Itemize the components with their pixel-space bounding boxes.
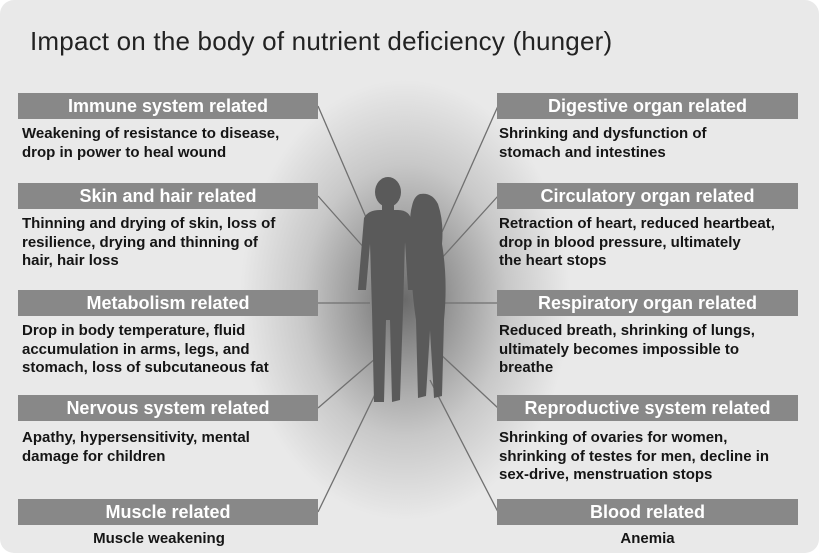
connector-blood bbox=[429, 379, 499, 513]
page-title: Impact on the body of nutrient deficienc… bbox=[30, 26, 613, 56]
desc-line: hair, hair loss bbox=[22, 252, 119, 269]
digestive-header: Digestive organ related bbox=[497, 93, 798, 119]
desc-line: stomach, loss of subcutaneous fat bbox=[22, 359, 269, 376]
desc-line: drop in blood pressure, ultimately bbox=[499, 233, 741, 251]
desc-line: sex-drive, menstruation stops bbox=[499, 466, 713, 483]
blood-header: Blood related bbox=[497, 499, 798, 525]
desc-line: Muscle weakening bbox=[93, 530, 225, 547]
desc-line: Drop in body temperature, fluid bbox=[22, 322, 246, 339]
desc-line: Reduced breath, shrinking of lungs, bbox=[499, 322, 755, 339]
desc-line: accumulation in arms, legs, and bbox=[22, 340, 250, 358]
circulatory-header: Circulatory organ related bbox=[497, 183, 798, 209]
desc-line: shrinking of testes for men, decline in bbox=[499, 447, 770, 465]
connector-skin bbox=[317, 195, 367, 251]
muscle-header: Muscle related bbox=[18, 499, 318, 525]
metabolism-header: Metabolism related bbox=[18, 290, 318, 316]
skin-hair-header: Skin and hair related bbox=[18, 183, 318, 209]
desc-line: Shrinking and dysfunction of bbox=[499, 125, 707, 142]
desc-line: Shrinking of ovaries for women, bbox=[499, 429, 728, 446]
desc-line: Weakening of resistance to disease, bbox=[22, 125, 280, 142]
desc-line: drop in power to heal wound bbox=[22, 143, 227, 161]
nervous-header: Nervous system related bbox=[18, 395, 318, 421]
connector-reproductive bbox=[437, 351, 499, 409]
circulatory-description: Retraction of heart, reduced heartbeat, … bbox=[499, 215, 775, 271]
connector-muscle bbox=[317, 379, 383, 513]
connector-circulatory bbox=[439, 195, 499, 261]
desc-line: Thinning and drying of skin, loss of bbox=[22, 215, 276, 232]
desc-line: stomach and intestines bbox=[499, 143, 666, 161]
desc-line: the heart stops bbox=[499, 252, 607, 269]
desc-line: Retraction of heart, reduced heartbeat, bbox=[499, 215, 775, 232]
desc-line: resilience, drying and thinning of bbox=[22, 233, 258, 251]
skin-hair-description: Thinning and drying of skin, loss of res… bbox=[22, 215, 275, 271]
reproductive-description: Shrinking of ovaries for women, shrinkin… bbox=[499, 429, 769, 485]
connector-nervous bbox=[317, 357, 377, 409]
digestive-description: Shrinking and dysfunction of stomach and… bbox=[499, 125, 707, 162]
desc-line: damage for children bbox=[22, 447, 166, 465]
connector-immune bbox=[317, 105, 369, 223]
respiratory-description: Reduced breath, shrinking of lungs, ulti… bbox=[499, 322, 755, 378]
metabolism-description: Drop in body temperature, fluid accumula… bbox=[22, 322, 269, 378]
muscle-description: Muscle weakening bbox=[18, 530, 300, 549]
respiratory-header: Respiratory organ related bbox=[497, 290, 798, 316]
immune-description: Weakening of resistance to disease, drop… bbox=[22, 125, 279, 162]
desc-line: Apathy, hypersensitivity, mental bbox=[22, 429, 250, 446]
reproductive-header: Reproductive system related bbox=[497, 395, 798, 421]
desc-line: breathe bbox=[499, 359, 554, 376]
desc-line: ultimately becomes impossible to bbox=[499, 340, 740, 358]
blood-description: Anemia bbox=[497, 530, 798, 549]
immune-header: Immune system related bbox=[18, 93, 318, 119]
couple-silhouette bbox=[358, 177, 446, 402]
connector-digestive bbox=[441, 105, 499, 233]
desc-line: Anemia bbox=[620, 530, 675, 547]
nervous-description: Apathy, hypersensitivity, mental damage … bbox=[22, 429, 250, 466]
